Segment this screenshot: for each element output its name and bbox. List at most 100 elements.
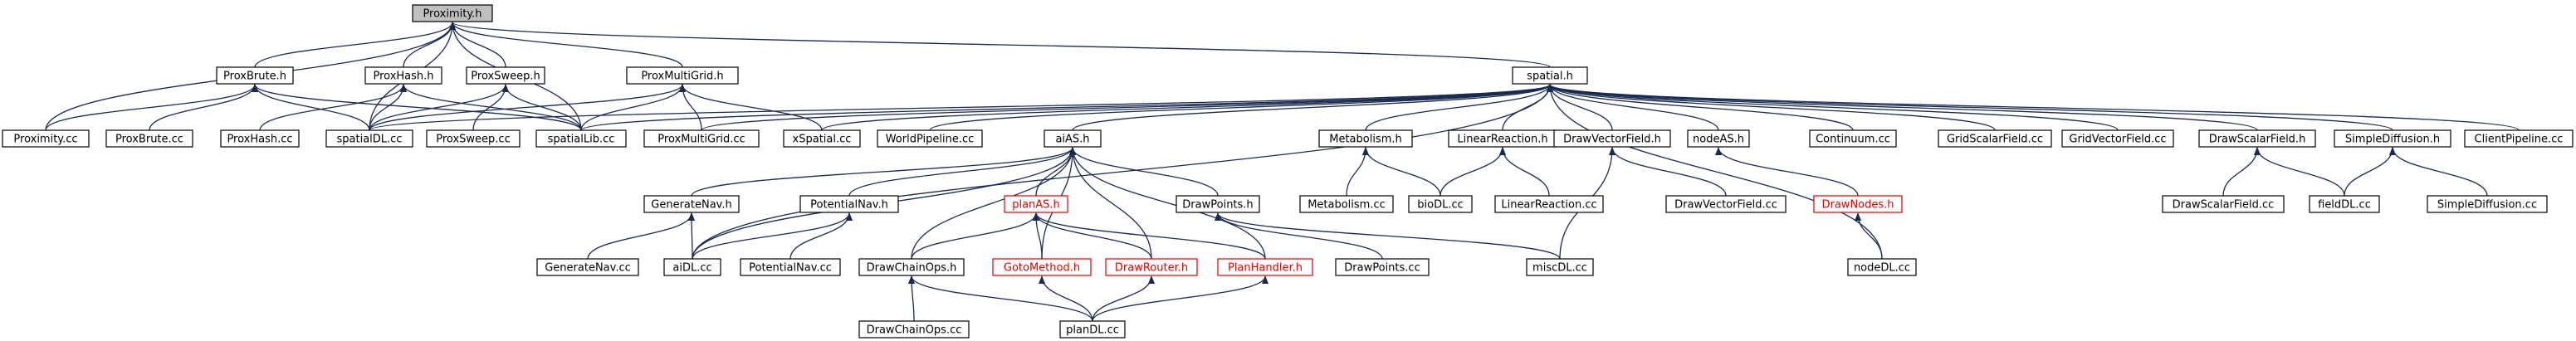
node-label: spatial.h: [1527, 71, 1573, 83]
edge-spatiallib_cc-to-proxmultigrid_h: [580, 84, 686, 131]
node-fielddl-cc[interactable]: fieldDL.cc: [2309, 195, 2380, 213]
node-proxhash-cc[interactable]: ProxHash.cc: [220, 129, 300, 148]
node-gridvectorfield-cc[interactable]: GridVectorField.cc: [2061, 129, 2174, 148]
edge-proxbrute_cc-to-proxbrute_h: [149, 84, 258, 131]
node-proxsweep-cc[interactable]: ProxSweep.cc: [426, 129, 521, 148]
node-drawvectorfield-h[interactable]: DrawVectorField.h: [1553, 129, 1671, 148]
node-box: [858, 320, 970, 339]
node-label: Continuum.cc: [1816, 134, 1890, 146]
node-box: [1526, 258, 1594, 276]
node-nodedl-cc[interactable]: nodeDL.cc: [1847, 258, 1917, 276]
node-label: spatialDL.cc: [337, 134, 403, 146]
edge-drawpoints_h-to-aias_h: [1069, 147, 1219, 197]
node-planhandler-h[interactable]: PlanHandler.h: [1217, 258, 1313, 276]
node-label: PlanHandler.h: [1228, 262, 1303, 275]
node-label: SimpleDiffusion.cc: [2437, 199, 2537, 212]
edge-gotomethod_h-to-planas_h: [1033, 212, 1043, 260]
node-label: GenerateNav.h: [651, 199, 731, 212]
edge-xspatial_cc-to-spatial_h: [821, 84, 1553, 131]
node-nodeas-h[interactable]: nodeAS.h: [1687, 129, 1750, 148]
node-drawscalarfield-cc[interactable]: DrawScalarField.cc: [2162, 195, 2285, 213]
node-planas-h[interactable]: planAS.h: [1004, 195, 1068, 213]
node-drawchainops-cc[interactable]: DrawChainOps.cc: [858, 320, 970, 339]
edge-proximity_cc-to-proxbrute_h: [45, 84, 258, 131]
node-label: WorldPipeline.cc: [886, 134, 975, 146]
node-spatiallib-cc[interactable]: spatialLib.cc: [535, 129, 627, 148]
node-simplediffusion-cc[interactable]: SimpleDiffusion.cc: [2427, 195, 2548, 213]
node-box: [858, 258, 965, 276]
node-metabolism-h[interactable]: Metabolism.h: [1318, 129, 1413, 148]
edge-drawscalarfield_h-to-spatial_h: [1547, 84, 2258, 131]
node-box: [1335, 258, 1430, 276]
edge-nodeas_h-to-spatial_h: [1547, 84, 1719, 131]
node-box: [2061, 129, 2174, 148]
edge-metabolism_cc-to-metabolism_h: [1346, 147, 1369, 197]
node-spatial-h[interactable]: spatial.h: [1512, 66, 1588, 85]
node-proxhash-h[interactable]: ProxHash.h: [364, 66, 442, 85]
node-box: [1494, 195, 1604, 213]
node-spatialdl-cc[interactable]: spatialDL.cc: [325, 129, 413, 148]
node-box: [105, 129, 193, 148]
node-simplediffusion-h[interactable]: SimpleDiffusion.h: [2334, 129, 2451, 148]
edge-fielddl_cc-to-drawscalarfield_h: [2254, 147, 2345, 197]
node-proximity-cc[interactable]: Proximity.cc: [2, 129, 90, 148]
node-drawscalarfield-h[interactable]: DrawScalarField.h: [2198, 129, 2316, 148]
node-drawrouter-h[interactable]: DrawRouter.h: [1105, 258, 1198, 276]
node-proxsweep-h[interactable]: ProxSweep.h: [466, 66, 545, 85]
node-drawpoints-h[interactable]: DrawPoints.h: [1176, 195, 1260, 213]
edge-drawchainops_h-to-planas_h: [911, 212, 1039, 260]
edge-drawchainops_cc-to-drawchainops_h: [908, 275, 916, 322]
node-proxmultigrid-cc[interactable]: ProxMultiGrid.cc: [643, 129, 760, 148]
node-potentialnav-cc[interactable]: PotentialNav.cc: [740, 258, 841, 276]
node-box: [1809, 129, 1897, 148]
node-label: ProxBrute.cc: [115, 134, 183, 146]
node-drawnodes-h[interactable]: DrawNodes.h: [1813, 195, 1903, 213]
edge-drawscalarfield_cc-to-drawscalarfield_h: [2222, 147, 2261, 197]
node-label: DrawChainOps.h: [867, 262, 957, 275]
node-drawvectorfield-cc[interactable]: DrawVectorField.cc: [1665, 195, 1787, 213]
edge-plandl_cc-to-gotomethod_h: [1039, 275, 1093, 322]
node-proxbrute-cc[interactable]: ProxBrute.cc: [105, 129, 193, 148]
edge-biodl_cc-to-linearreaction_h: [1440, 147, 1506, 197]
node-generatenav-cc[interactable]: GenerateNav.cc: [536, 258, 639, 276]
node-xspatial-cc[interactable]: xSpatial.cc: [783, 129, 861, 148]
node-label: DrawChainOps.cc: [867, 324, 962, 337]
edge-generatenav_h-to-aias_h: [691, 147, 1076, 197]
edge-aidl_cc-to-spatial_h: [692, 84, 1553, 260]
node-drawchainops-h[interactable]: DrawChainOps.h: [858, 258, 965, 276]
node-box: [1299, 195, 1394, 213]
node-clientpipeline-cc[interactable]: ClientPipeline.cc: [2464, 129, 2574, 148]
node-proximity-h[interactable]: Proximity.h: [412, 4, 493, 22]
node-box: [325, 129, 413, 148]
node-gridscalarfield-cc[interactable]: GridScalarField.cc: [1938, 129, 2052, 148]
node-box: [643, 129, 760, 148]
node-box: [2, 129, 90, 148]
node-miscdl-cc[interactable]: miscDL.cc: [1526, 258, 1594, 276]
node-potentialnav-h[interactable]: PotentialNav.h: [799, 195, 899, 213]
node-label: DrawVectorField.cc: [1674, 199, 1777, 212]
node-worldpipeline-cc[interactable]: WorldPipeline.cc: [877, 129, 983, 148]
node-label: PotentialNav.h: [810, 199, 888, 212]
node-linearreaction-cc[interactable]: LinearReaction.cc: [1494, 195, 1604, 213]
node-gotomethod-h[interactable]: GotoMethod.h: [992, 258, 1092, 276]
node-label: SimpleDiffusion.h: [2345, 134, 2440, 146]
node-label: nodeAS.h: [1693, 134, 1744, 146]
node-metabolism-cc[interactable]: Metabolism.cc: [1299, 195, 1394, 213]
node-box: [740, 258, 841, 276]
node-linearreaction-h[interactable]: LinearReaction.h: [1448, 129, 1557, 148]
edge-generatenav_cc-to-generatenav_h: [587, 212, 695, 260]
node-proxmultigrid-h[interactable]: ProxMultiGrid.h: [626, 66, 739, 85]
node-label: LinearReaction.h: [1457, 134, 1547, 146]
node-biodl-cc[interactable]: bioDL.cc: [1408, 195, 1473, 213]
node-generatenav-h[interactable]: GenerateNav.h: [643, 195, 740, 213]
node-plandl-cc[interactable]: planDL.cc: [1059, 320, 1126, 339]
node-proxbrute-h[interactable]: ProxBrute.h: [216, 66, 294, 85]
node-label: DrawScalarField.h: [2209, 134, 2306, 146]
edge-nodedl_cc-to-drawnodes_h: [1855, 212, 1883, 260]
node-aidl-cc[interactable]: aiDL.cc: [663, 258, 721, 276]
node-continuum-cc[interactable]: Continuum.cc: [1809, 129, 1897, 148]
edge-gridvectorfield_cc-to-spatial_h: [1547, 84, 2119, 131]
node-aias-h[interactable]: aiAS.h: [1044, 129, 1102, 148]
node-drawpoints-cc[interactable]: DrawPoints.cc: [1335, 258, 1430, 276]
